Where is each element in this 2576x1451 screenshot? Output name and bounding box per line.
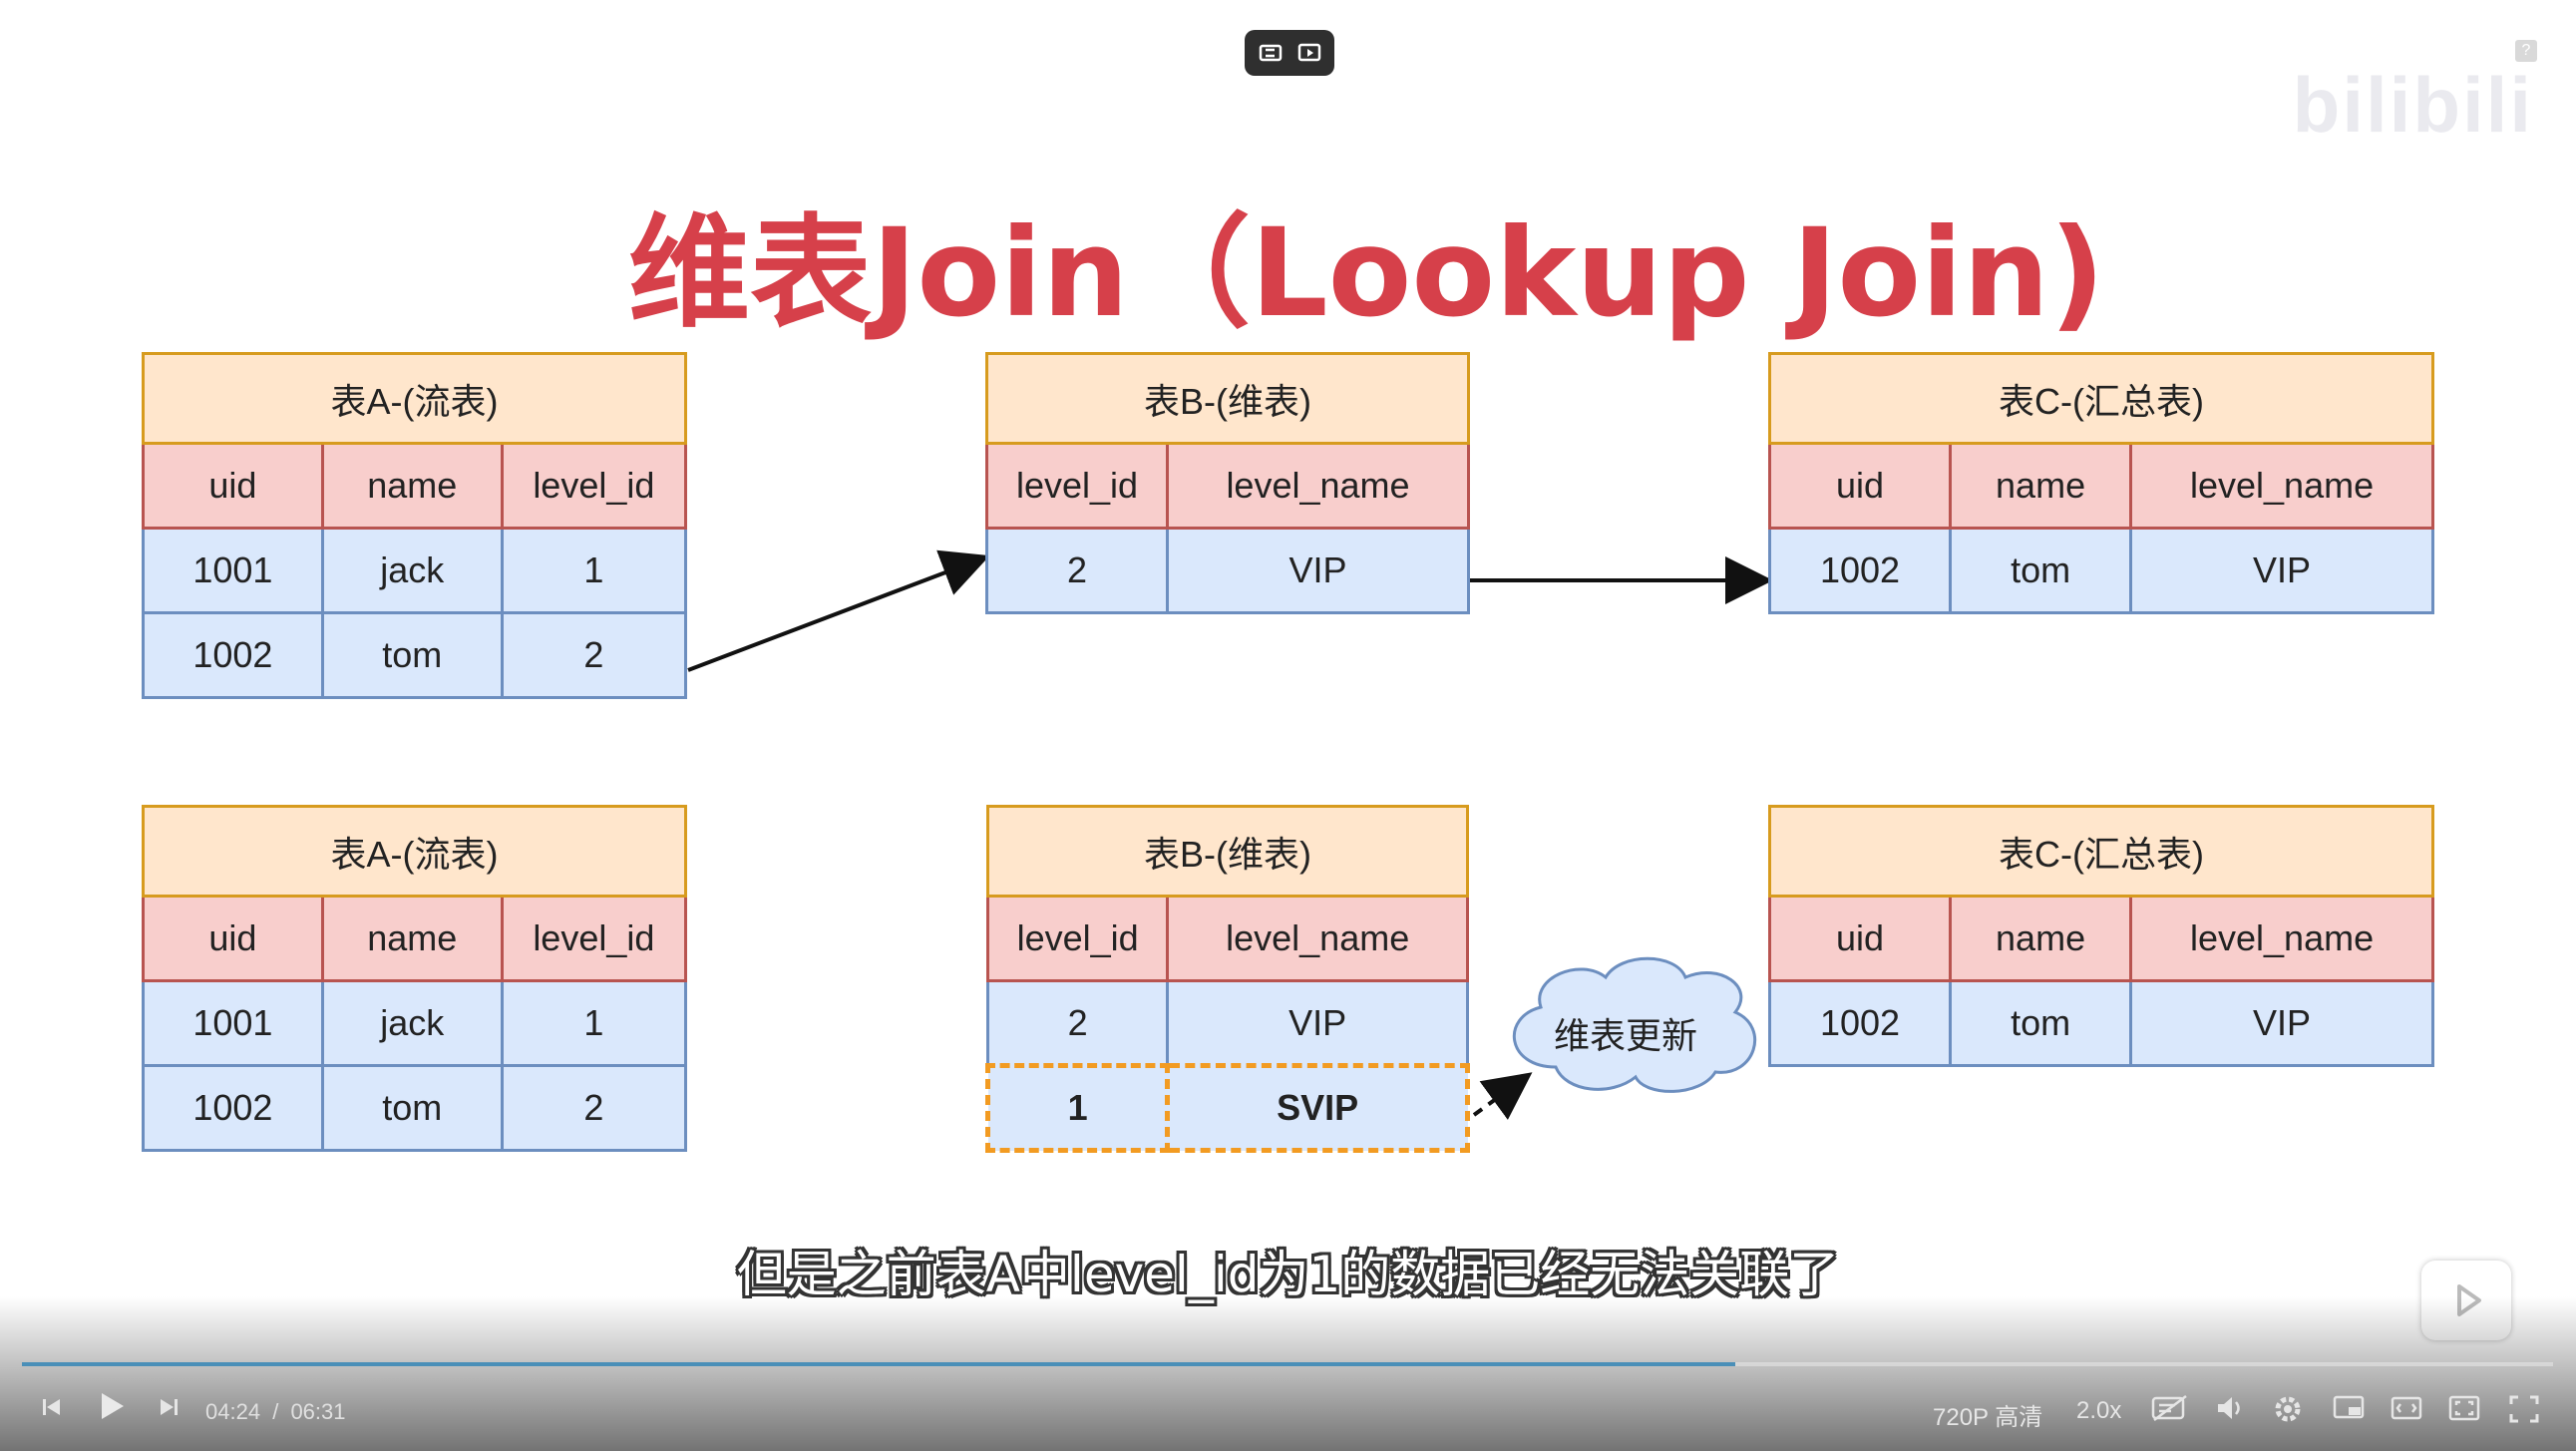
header-cell: name [320,442,504,530]
watermark: bilibili [2292,61,2533,149]
table-caption: 表A-(流表) [142,352,687,445]
next-icon[interactable] [155,1393,183,1426]
cell: VIP [1166,979,1469,1067]
header-cell: name [1949,442,2133,530]
cell: 1002 [142,1064,324,1152]
table-row: 1002 tom 2 [142,611,688,699]
slide-title: 维表Join（Lookup Join) [628,202,2105,344]
volume-icon[interactable] [2214,1393,2246,1428]
table-row: 2 VIP [985,979,1469,1067]
arrow-a-to-b [687,549,990,672]
time-display: 04:24 / 06:31 [205,1399,346,1425]
header-cell: uid [142,895,324,982]
cell: tom [320,1064,504,1152]
header-cell: uid [142,442,324,530]
table-row: 1002 tom VIP [1767,527,2434,614]
cell: SVIP [1165,1063,1470,1153]
play-icon[interactable] [94,1389,128,1428]
header-cell: level_name [1166,895,1469,982]
fullscreen-icon[interactable] [2507,1393,2541,1430]
cell: jack [320,979,504,1067]
header-cell: level_id [500,442,688,530]
table-caption: 表A-(流表) [142,805,687,898]
table-caption: 表C-(汇总表) [1768,805,2434,898]
table-caption: 表B-(维表) [985,352,1470,445]
header-cell: uid [1767,895,1953,982]
header-cell: name [320,895,504,982]
cell: 1 [500,979,688,1067]
cell: 1001 [142,979,324,1067]
table-row: 1001 jack 1 [142,527,688,614]
table-row: 1002 tom VIP [1767,979,2434,1067]
table-a-top: 表A-(流表) uid name level_id 1001 jack 1 10… [142,352,688,699]
widescreen-icon[interactable] [2390,1393,2423,1428]
table-c-top: 表C-(汇总表) uid name level_name 1002 tom VI… [1767,352,2434,614]
cloud-label: 维表更新 [1553,1015,1697,1056]
duration: 06:31 [290,1399,346,1424]
header-cell: uid [1767,442,1953,530]
help-badge[interactable]: ? [2515,40,2537,62]
cell: 1002 [142,611,324,699]
header-cell: level_id [985,895,1170,982]
header-cell: level_name [1166,442,1470,530]
table-caption: 表B-(维表) [986,805,1469,898]
loop-icon[interactable] [1257,39,1285,67]
header-cell: name [1949,895,2133,982]
current-time: 04:24 [205,1399,261,1424]
cloud-shape [1512,956,1757,1093]
cell: 2 [500,611,688,699]
cell: VIP [2129,979,2434,1067]
table-row: 1002 tom 2 [142,1064,688,1152]
table-row: 1001 jack 1 [142,979,688,1067]
cell: 1 [500,527,688,614]
cell: 1002 [1767,979,1953,1067]
header-cell: level_name [2129,895,2434,982]
arrow-update [1472,1072,1533,1120]
cell: 2 [500,1064,688,1152]
cell: VIP [1166,527,1470,614]
cell: 1002 [1767,527,1953,614]
settings-icon[interactable] [2272,1393,2304,1430]
progress-fill [22,1362,1736,1366]
cell: VIP [2129,527,2434,614]
top-overlay-pill [1245,30,1334,76]
progress-bar[interactable] [22,1362,2553,1366]
speed-button[interactable]: 2.0x [2076,1397,2122,1424]
player-control-bar [0,1296,2576,1451]
table-caption: 表C-(汇总表) [1768,352,2434,445]
header-cell: level_id [984,442,1170,530]
table-row: 2 VIP [984,527,1470,614]
table-row-updated: 1 SVIP [984,1063,1470,1153]
header-cell: level_name [2129,442,2434,530]
quality-button[interactable]: 720P 高清 [1933,1404,2043,1431]
table-b-top: 表B-(维表) level_id level_name 2 VIP [984,352,1470,614]
cell: 1 [984,1063,1171,1153]
prev-icon[interactable] [38,1393,66,1426]
cell: tom [1949,979,2133,1067]
cell: 2 [985,979,1170,1067]
cell: tom [1949,527,2133,614]
pip-icon[interactable] [2332,1393,2366,1428]
time-separator: / [272,1399,279,1424]
web-fullscreen-icon[interactable] [2447,1393,2481,1428]
header-cell: level_id [500,895,688,982]
video-subtitle: 但是之前表A中level_id为1的数据已经无法关联了 [736,1246,1840,1303]
cell: tom [320,611,504,699]
danmaku-off-icon[interactable] [2150,1393,2190,1428]
screenshot-icon[interactable] [1295,39,1323,67]
table-b-bottom: 表B-(维表) level_id level_name 2 VIP 1 SVIP [984,805,1470,1153]
cell: 2 [984,527,1170,614]
player-controls: 04:24 / 06:31 720P 高清 2.0x [0,1381,2576,1441]
table-a-bottom: 表A-(流表) uid name level_id 1001 jack 1 10… [142,805,688,1152]
cell: 1001 [142,527,324,614]
cell: jack [320,527,504,614]
table-c-bottom: 表C-(汇总表) uid name level_name 1002 tom VI… [1767,805,2434,1067]
